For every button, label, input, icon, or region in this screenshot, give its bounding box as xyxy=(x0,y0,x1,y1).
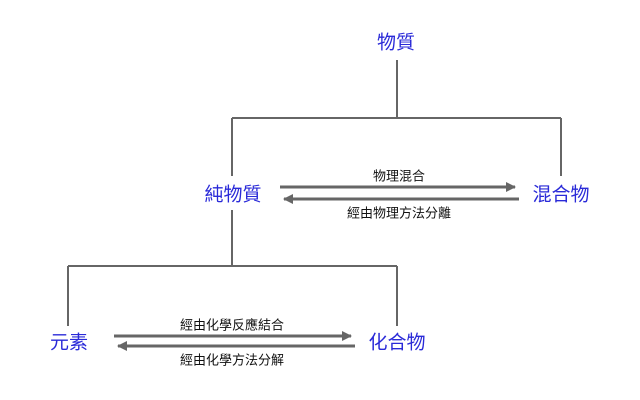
node-pure-substance: 純物質 xyxy=(204,183,262,206)
label-physical-mixing: 物理混合 xyxy=(372,169,426,185)
tree-pure-substance-branch xyxy=(67,210,398,326)
physical-arrows xyxy=(280,182,519,204)
node-matter: 物質 xyxy=(376,31,416,54)
node-mixture: 混合物 xyxy=(532,183,590,206)
chemical-arrows xyxy=(114,331,355,351)
label-physical-separation: 經由物理方法分離 xyxy=(346,206,452,222)
label-chemical-decomposition: 經由化學方法分解 xyxy=(179,353,285,369)
tree-matter-branch xyxy=(231,60,562,176)
node-element: 元素 xyxy=(49,331,89,354)
node-compound: 化合物 xyxy=(368,331,426,354)
label-chemical-combination: 經由化學反應結合 xyxy=(179,318,285,334)
